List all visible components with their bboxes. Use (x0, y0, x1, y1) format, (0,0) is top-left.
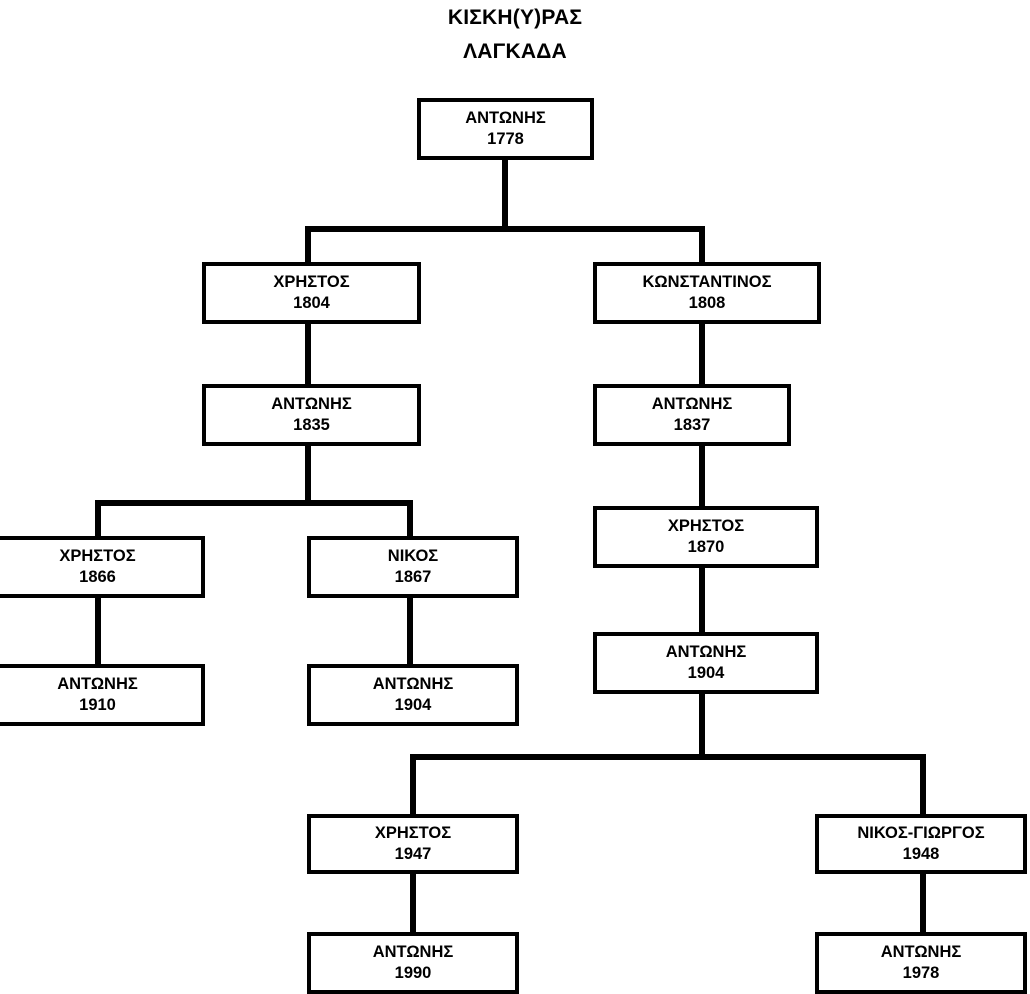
connector-n2-n4 (305, 322, 311, 384)
person-node-n9[interactable]: ΑΝΤΩΝΗΣ 1910 (0, 664, 205, 726)
person-node-n11[interactable]: ΑΝΤΩΝΗΣ 1904 (593, 632, 819, 694)
connector-n1-drop-n2 (305, 226, 311, 266)
person-year: 1990 (394, 964, 432, 982)
person-year: 1867 (394, 568, 432, 586)
connector-n6-n9 (95, 596, 101, 664)
person-year: 1948 (902, 845, 940, 863)
person-year: 1808 (688, 294, 726, 312)
connector-n5-n8 (699, 446, 705, 508)
person-node-n2[interactable]: ΧΡΗΣΤΟΣ 1804 (202, 262, 421, 324)
person-name: ΝΙΚΟΣ (387, 547, 439, 566)
person-name: ΧΡΗΣΤΟΣ (667, 517, 745, 536)
diagram-title-line-2: ΛΑΓΚΑΔΑ (463, 40, 567, 63)
connector-n1-drop-n3 (699, 226, 705, 266)
person-year: 1904 (687, 664, 725, 682)
person-name: ΑΝΤΩΝΗΣ (651, 395, 733, 414)
person-year: 1804 (293, 294, 330, 312)
person-node-n13[interactable]: ΝΙΚΟΣ-ΓΙΩΡΓΟΣ 1948 (815, 814, 1027, 874)
person-year: 1978 (902, 964, 940, 982)
diagram-title-line-1: ΚΙΣΚΗ(Υ)ΡΑΣ (447, 6, 583, 29)
connector-n4-drop-n7 (407, 500, 413, 538)
person-name: ΑΝΤΩΝΗΣ (372, 675, 454, 694)
person-name: ΑΝΤΩΝΗΣ (271, 395, 352, 414)
person-node-n10[interactable]: ΑΝΤΩΝΗΣ 1904 (307, 664, 519, 726)
connector-n12-n14 (410, 874, 416, 934)
person-name: ΑΝΤΩΝΗΣ (665, 643, 747, 662)
person-year: 1866 (79, 568, 116, 586)
connector-n11-drop-n12 (410, 754, 416, 814)
connector-n11-drop-n13 (920, 754, 926, 814)
connector-n4-drop-n6 (95, 500, 101, 538)
connector-n4-stem (305, 446, 311, 506)
connector-n3-n5 (699, 322, 705, 384)
person-name: ΧΡΗΣΤΟΣ (59, 547, 136, 566)
person-node-n15[interactable]: ΑΝΤΩΝΗΣ 1978 (815, 932, 1027, 994)
connector-n11-bar (410, 754, 926, 760)
person-name: ΧΡΗΣΤΟΣ (374, 824, 452, 843)
person-node-n8[interactable]: ΧΡΗΣΤΟΣ 1870 (593, 506, 819, 568)
connector-n13-n15 (920, 874, 926, 934)
person-name: ΝΙΚΟΣ-ΓΙΩΡΓΟΣ (857, 824, 985, 843)
connector-n7-n10 (407, 596, 413, 664)
person-node-n3[interactable]: ΚΩΝΣΤΑΝΤΙΝΟΣ 1808 (593, 262, 821, 324)
person-node-n12[interactable]: ΧΡΗΣΤΟΣ 1947 (307, 814, 519, 874)
connector-n1-stem (502, 158, 508, 232)
connector-n11-stem (699, 694, 705, 758)
person-name: ΚΩΝΣΤΑΝΤΙΝΟΣ (642, 273, 772, 292)
person-year: 1910 (79, 696, 116, 714)
person-name: ΑΝΤΩΝΗΣ (465, 109, 546, 128)
connector-n1-bar (305, 226, 705, 232)
person-node-n7[interactable]: ΝΙΚΟΣ 1867 (307, 536, 519, 598)
person-year: 1837 (673, 416, 711, 434)
person-year: 1904 (394, 696, 432, 714)
connector-n4-bar (95, 500, 413, 506)
person-node-n4[interactable]: ΑΝΤΩΝΗΣ 1835 (202, 384, 421, 446)
person-node-n14[interactable]: ΑΝΤΩΝΗΣ 1990 (307, 932, 519, 994)
person-name: ΧΡΗΣΤΟΣ (273, 273, 350, 292)
person-node-n6[interactable]: ΧΡΗΣΤΟΣ 1866 (0, 536, 205, 598)
person-year: 1835 (293, 416, 330, 434)
person-year: 1778 (487, 130, 524, 148)
person-name: ΑΝΤΩΝΗΣ (57, 675, 138, 694)
person-year: 1947 (394, 845, 432, 863)
person-name: ΑΝΤΩΝΗΣ (880, 943, 962, 962)
person-node-n5[interactable]: ΑΝΤΩΝΗΣ 1837 (593, 384, 791, 446)
person-node-n1[interactable]: ΑΝΤΩΝΗΣ 1778 (417, 98, 594, 160)
person-name: ΑΝΤΩΝΗΣ (372, 943, 454, 962)
person-year: 1870 (687, 538, 725, 556)
connector-n8-n11 (699, 568, 705, 632)
